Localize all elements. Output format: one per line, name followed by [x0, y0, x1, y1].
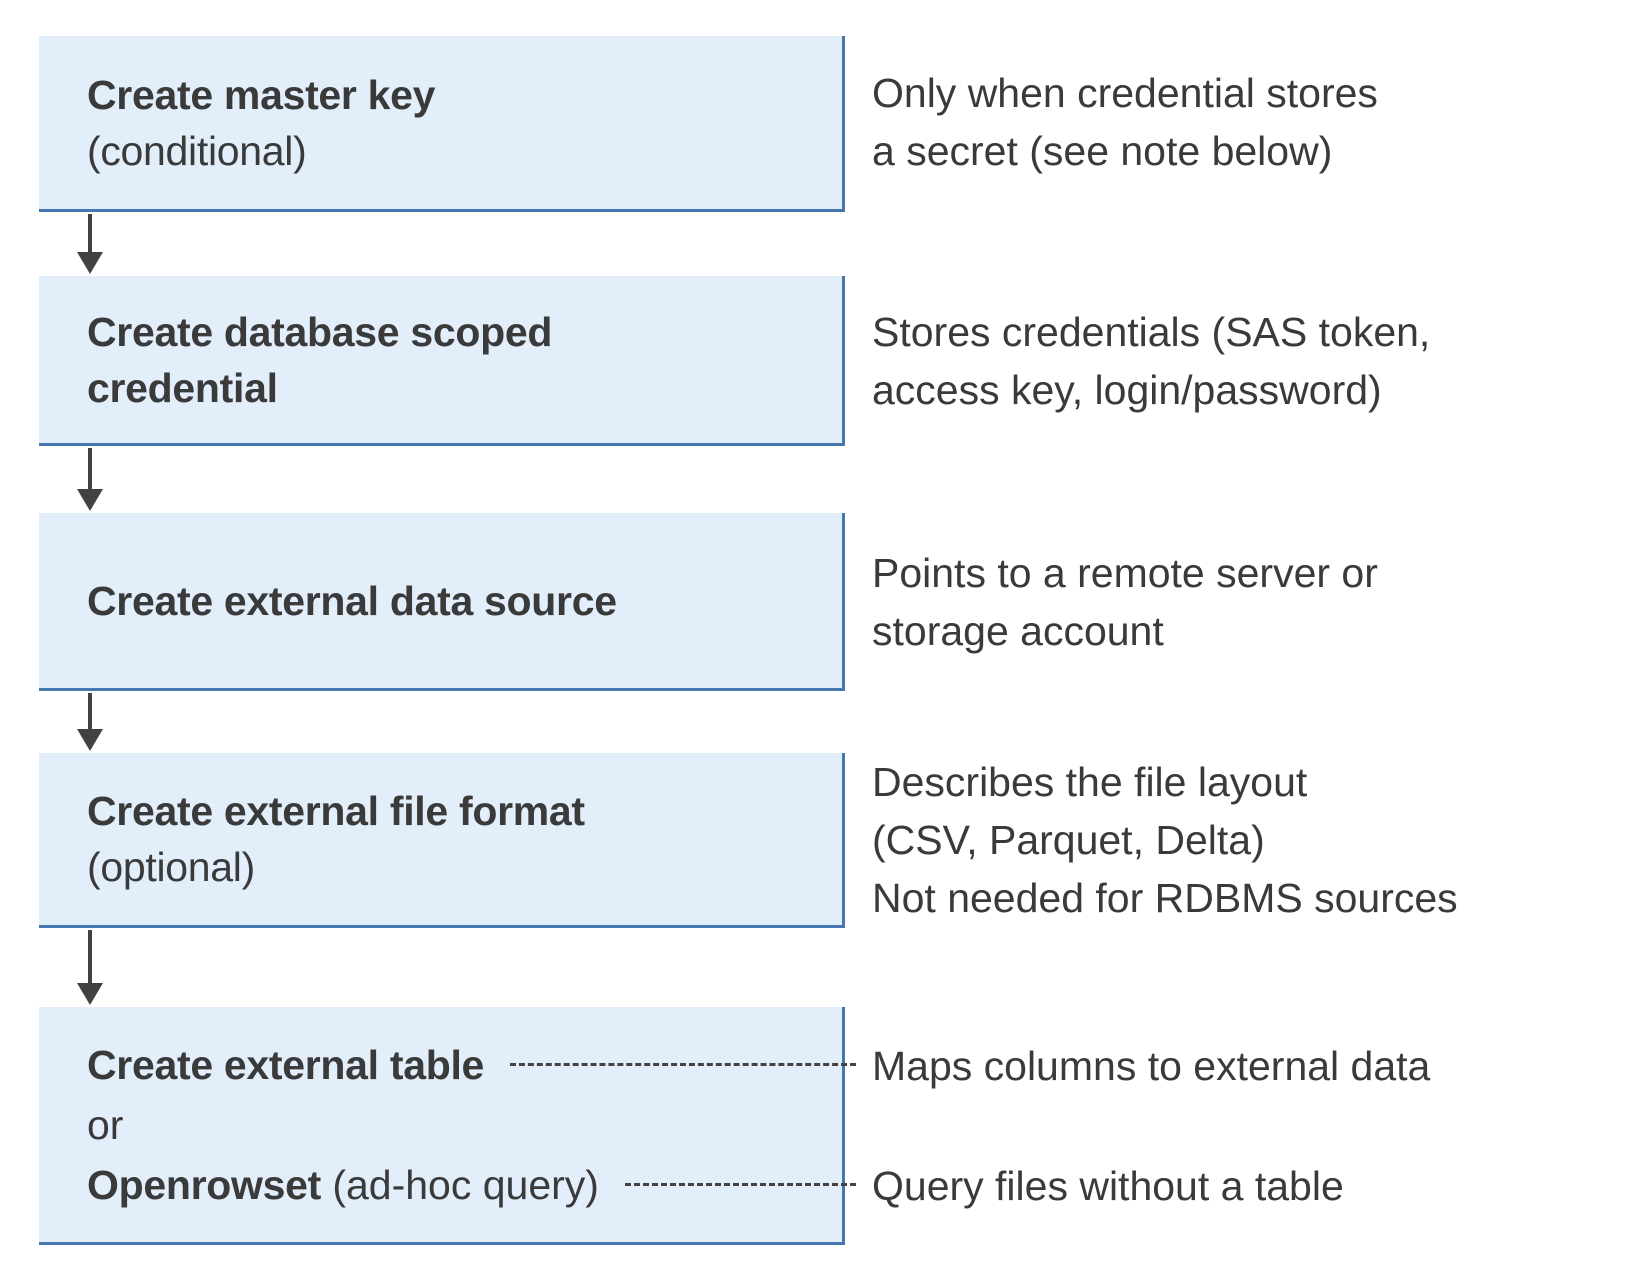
flow-box-file-format: Create external file format (optional) — [39, 753, 845, 928]
box-title: Create master key — [87, 71, 436, 118]
annotation-line: Only when credential stores — [872, 70, 1378, 116]
box-note: (optional) — [87, 844, 255, 890]
box-title-row: Openrowset (ad-hoc query) — [87, 1155, 856, 1215]
annotation-line: Maps columns to external data — [872, 1043, 1431, 1089]
annotation-master-key: Only when credential stores a secret (se… — [872, 64, 1378, 180]
box-note: or — [87, 1101, 124, 1148]
down-arrow — [77, 930, 103, 1005]
box-note: (conditional) — [87, 127, 307, 174]
annotation-line: Points to a remote server or — [872, 550, 1378, 596]
flow-box-master-key: Create master key (conditional) — [39, 36, 845, 212]
flow-box-external-table: Create external table or Openrowset (ad-… — [39, 1007, 856, 1245]
box-note: (ad-hoc query) — [320, 1161, 599, 1208]
down-arrow — [77, 214, 103, 274]
flow-box-scoped-credential: Create database scoped credential — [39, 276, 845, 446]
annotation-file-format: Describes the file layout (CSV, Parquet,… — [872, 753, 1458, 927]
box-title-row: Create external table — [87, 1035, 856, 1095]
annotation-scoped-credential: Stores credentials (SAS token, access ke… — [872, 303, 1430, 419]
down-arrow — [77, 448, 103, 511]
box-title: Openrowset — [87, 1161, 321, 1208]
box-title: Create database scoped — [87, 308, 553, 355]
box-title: Create external table — [87, 1041, 485, 1088]
box-title: credential — [87, 364, 278, 411]
annotation-line: Not needed for RDBMS sources — [872, 875, 1458, 921]
annotation-line: (CSV, Parquet, Delta) — [872, 817, 1265, 863]
annotation-line: Describes the file layout — [872, 759, 1308, 805]
box-title: Create external data source — [87, 577, 617, 624]
dashed-connector — [624, 1183, 856, 1186]
dashed-connector — [510, 1063, 856, 1066]
annotation-line: Query files without a table — [872, 1163, 1344, 1209]
box-title: Create external file format — [87, 788, 585, 834]
down-arrow — [77, 693, 103, 751]
annotation-data-source: Points to a remote server or storage acc… — [872, 544, 1378, 660]
box-or-row: or — [87, 1095, 856, 1155]
annotation-openrowset: Query files without a table — [872, 1157, 1344, 1215]
annotation-line: a secret (see note below) — [872, 128, 1333, 174]
annotation-line: Stores credentials (SAS token, — [872, 309, 1431, 355]
annotation-line: access key, login/password) — [872, 367, 1382, 413]
flow-box-data-source: Create external data source — [39, 513, 845, 691]
annotation-line: storage account — [872, 608, 1164, 654]
annotation-external-table: Maps columns to external data — [872, 1037, 1430, 1095]
